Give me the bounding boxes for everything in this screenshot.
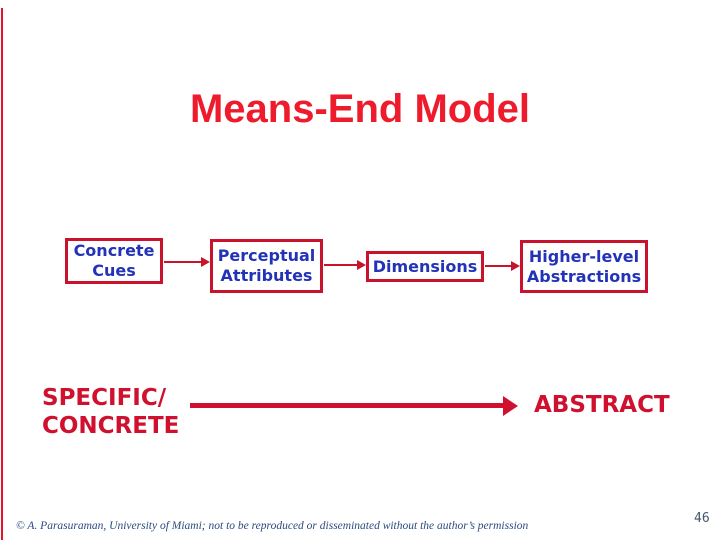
arrow-shaft <box>324 264 358 266</box>
footer-copyright: © A. Parasuraman, University of Miami; n… <box>16 520 529 532</box>
diagram-box-label: Concrete Cues <box>73 241 155 280</box>
right-arrow-icon <box>164 257 210 267</box>
page-number: 46 <box>694 511 710 526</box>
diagram-box-concrete-cues: Concrete Cues <box>65 238 163 284</box>
diagram-box-label: Higher-level Abstractions <box>526 246 642 286</box>
diagram-box-dimensions: Dimensions <box>366 251 484 282</box>
continuum-arrow-shaft <box>190 403 504 408</box>
left-red-accent-line <box>1 8 3 540</box>
continuum-arrow-head <box>503 396 518 416</box>
arrow-shaft <box>164 261 202 263</box>
diagram-box-label: Dimensions <box>372 256 478 276</box>
slide-title: Means-End Model <box>189 87 531 131</box>
diagram-box-higher-level-abstractions: Higher-level Abstractions <box>520 240 648 293</box>
arrow-head <box>511 261 520 271</box>
diagram-box-label: Perceptual Attributes <box>217 246 316 285</box>
continuum-left-label-line1: SPECIFIC/ <box>42 385 167 411</box>
right-arrow-icon <box>485 261 520 271</box>
continuum-right-label: ABSTRACT <box>534 392 670 418</box>
arrow-head <box>201 257 210 267</box>
continuum-left-label: SPECIFIC/ CONCRETE <box>42 384 179 440</box>
arrow-head <box>357 260 366 270</box>
diagram-box-perceptual-attributes: Perceptual Attributes <box>210 239 323 293</box>
arrow-shaft <box>485 265 512 267</box>
specific-to-abstract-arrow-icon <box>190 396 518 416</box>
right-arrow-icon <box>324 260 366 270</box>
continuum-left-label-line2: CONCRETE <box>42 413 180 439</box>
